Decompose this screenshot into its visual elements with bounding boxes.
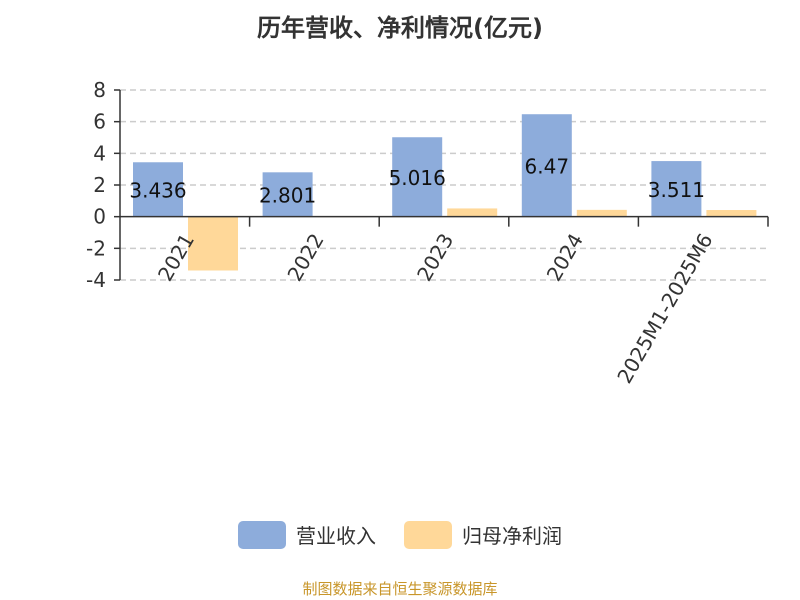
- legend-swatch-net-profit: [404, 520, 452, 549]
- net-profit-bar: [576, 209, 627, 217]
- x-tick-label: 2024: [542, 229, 588, 285]
- revenue-bar: [521, 114, 572, 217]
- y-tick-label: 4: [93, 141, 106, 165]
- y-tick-label: 2: [93, 173, 106, 197]
- y-tick-label: 8: [93, 78, 106, 102]
- y-tick-label: -4: [86, 268, 106, 292]
- source-note: 制图数据来自恒生聚源数据库: [302, 580, 498, 598]
- net-profit-bar: [188, 216, 238, 271]
- legend-label: 营业收入: [296, 524, 376, 548]
- data-label: 2.801: [259, 183, 316, 207]
- net-profit-bar: [447, 208, 498, 217]
- x-tick-label: 2023: [412, 229, 458, 285]
- x-tick-label: 2025M1-2025M6: [612, 229, 717, 387]
- legend-swatch-revenue: [238, 520, 286, 549]
- net-profit-bar: [706, 210, 757, 217]
- data-label: 3.436: [129, 178, 186, 202]
- revenue-bar: [392, 137, 443, 217]
- legend-item-revenue[interactable]: 营业收入: [238, 520, 376, 549]
- revenue-bar: [262, 172, 313, 217]
- x-tick-label: 2022: [282, 229, 328, 285]
- y-tick-label: 6: [93, 110, 106, 134]
- data-label: 6.47: [525, 154, 570, 178]
- revenue-bar: [651, 161, 702, 217]
- data-label: 3.511: [648, 178, 705, 202]
- legend: 营业收入 归母净利润: [0, 520, 800, 549]
- y-tick-label: -2: [86, 236, 106, 260]
- chart-title: 历年营收、净利情况(亿元): [257, 14, 543, 42]
- legend-item-net-profit[interactable]: 归母净利润: [404, 520, 562, 549]
- revenue-bar: [133, 162, 183, 217]
- y-tick-label: 0: [93, 205, 106, 229]
- data-label: 5.016: [389, 166, 446, 190]
- legend-label: 归母净利润: [462, 524, 562, 548]
